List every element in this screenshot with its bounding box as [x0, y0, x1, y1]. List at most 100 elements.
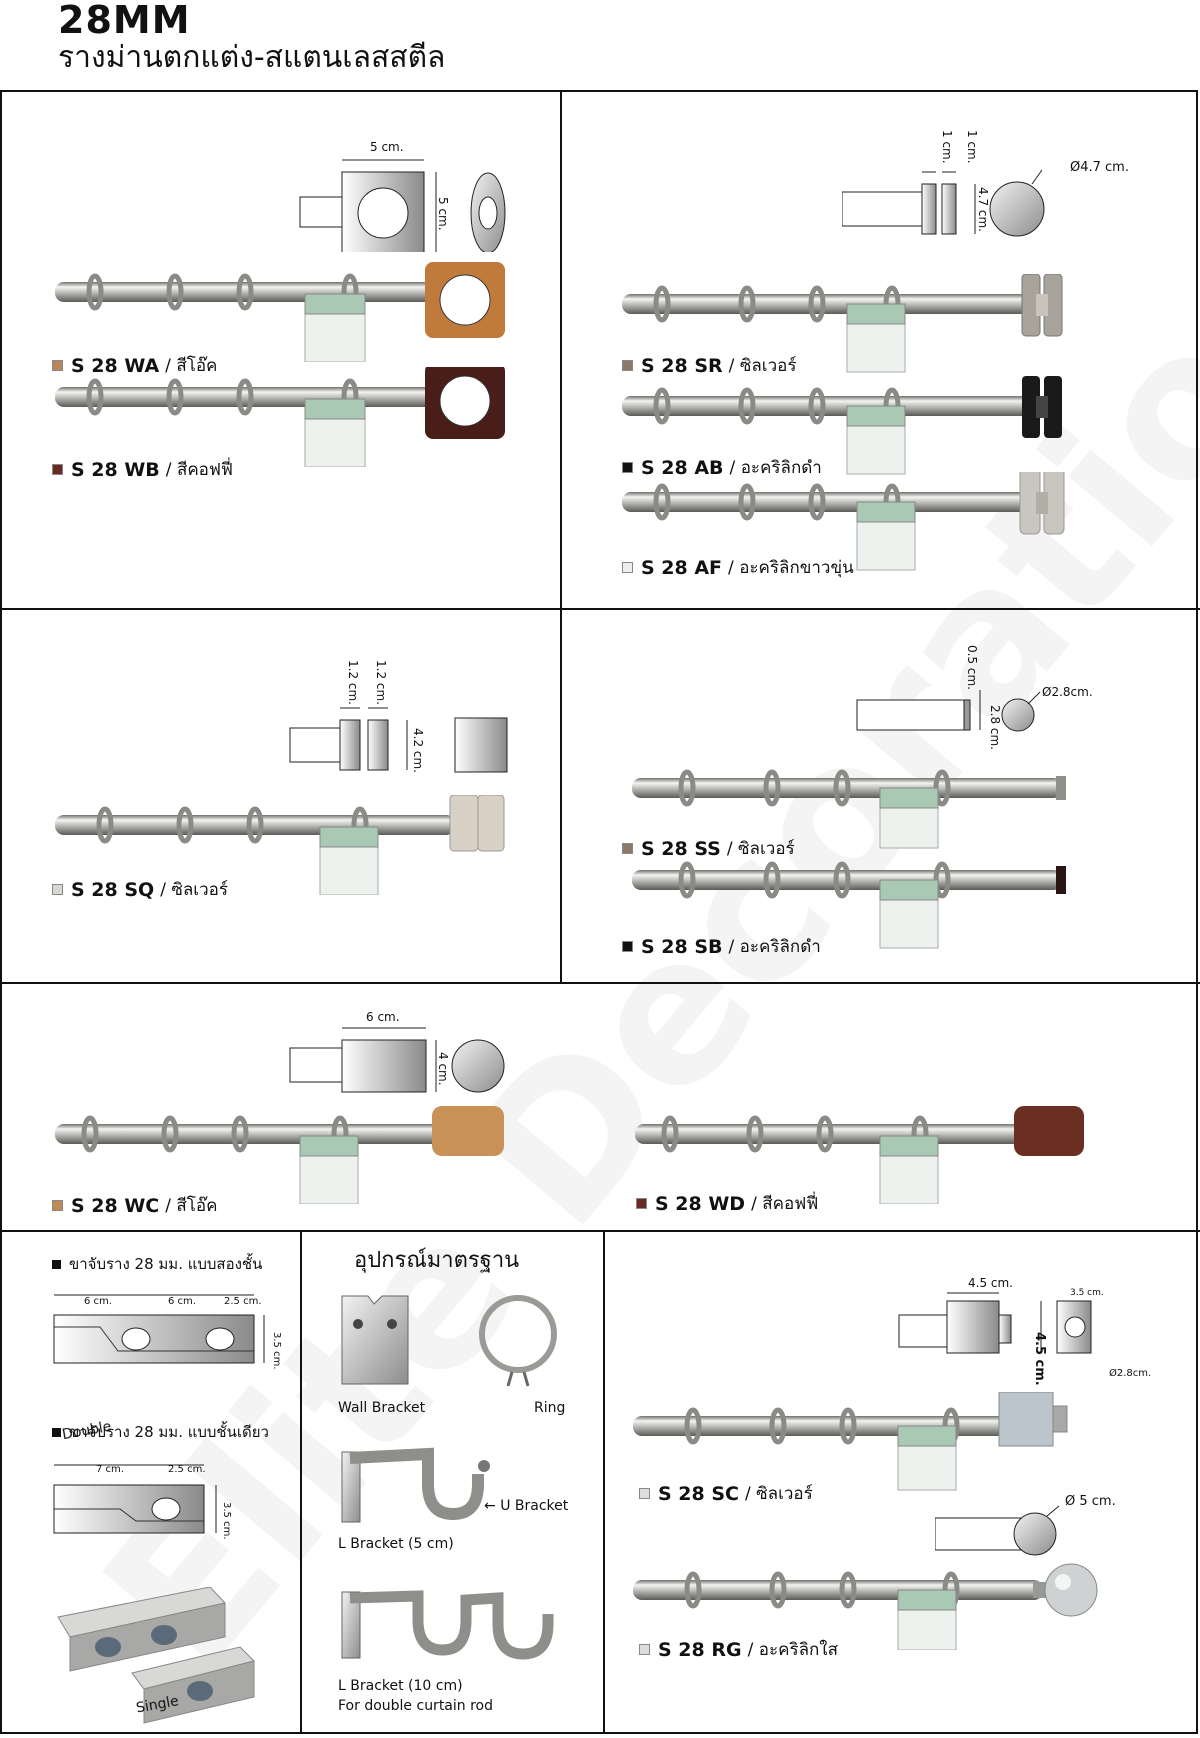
- dim-1: Ø 5 cm.: [1065, 1494, 1116, 1509]
- dim-3: 4.7 cm.: [976, 187, 990, 232]
- dim-4: 3.5 cm.: [271, 1332, 282, 1370]
- swatch-icon: [622, 360, 633, 371]
- double-bracket-drawing: [53, 1294, 265, 1364]
- dim-height: 5 cm.: [436, 197, 450, 231]
- product-label-s28sb: S 28 SB / อะคริลิกดำ: [622, 933, 821, 960]
- dim-1: 4.5 cm.: [968, 1276, 1013, 1290]
- product-label-s28wc: S 28 WC / สีโอ๊ค: [52, 1192, 218, 1219]
- cell-accessories: อุปกรณ์มาตรฐาน Wall Bracket Ring ← U Bra…: [302, 1232, 603, 1732]
- dim-4: Ø2.8cm.: [1109, 1368, 1152, 1379]
- grid-line: [0, 1230, 1200, 1232]
- swatch-icon: [622, 562, 633, 573]
- dimension-drawing-wc: [289, 1027, 505, 1093]
- dim-width: 5 cm.: [370, 140, 404, 154]
- dim-1: 1 cm.: [940, 130, 954, 164]
- dim-3: 3.5 cm.: [221, 1502, 232, 1540]
- rod-ab: [622, 376, 1062, 475]
- single-bracket-drawing: [53, 1464, 217, 1534]
- ring-label: Ring: [534, 1400, 566, 1416]
- rod-ss: [632, 769, 1066, 849]
- product-label-s28wd: S 28 WD / สีคอฟฟี่: [636, 1190, 818, 1217]
- cell-wc-wd: 6 cm. 4 cm. S 28 WC / สีโอ๊ค S 28 WD / ส…: [0, 984, 1198, 1230]
- dim-2: 1 cm.: [965, 130, 979, 164]
- dim-3: 2.5 cm.: [224, 1296, 262, 1307]
- dim-4: Ø4.7 cm.: [1070, 160, 1129, 175]
- product-label-s28rg: S 28 RG / อะคริลิกใส: [639, 1636, 838, 1663]
- dim-1: 6 cm.: [84, 1296, 112, 1307]
- dim-1: 0.5 cm.: [965, 645, 979, 690]
- product-label-s28wb: S 28 WB / สีคอฟฟี่: [52, 456, 233, 483]
- cell-sc-rg: 4.5 cm. 4.5 cm. 3.5 cm. Ø2.8cm. S 28 SC …: [605, 1232, 1198, 1732]
- swatch-icon: [636, 1198, 647, 1209]
- l-bracket-10-note: For double curtain rod: [338, 1698, 493, 1714]
- cell-ss-sb: 0.5 cm. 2.8 cm. Ø2.8cm. S 28 SS / ซิลเวอ…: [562, 610, 1198, 982]
- dim-1: 1.2 cm.: [346, 660, 360, 705]
- bullet-icon: [52, 1259, 61, 1269]
- dimension-drawing-wa: [299, 159, 506, 252]
- dim-3: Ø2.8cm.: [1042, 685, 1093, 699]
- grid-line: [603, 1230, 605, 1734]
- cell-wa-wb: 5 cm. 5 cm. S 28 WA / สีโอ๊ค S 28 WB / ส…: [0, 92, 560, 608]
- rod-wa: [55, 262, 505, 362]
- page-title: 28MM: [58, 0, 191, 42]
- dimension-drawing-sq: [289, 707, 508, 773]
- swatch-icon: [52, 884, 63, 895]
- rod-sr: [622, 274, 1063, 373]
- swatch-icon: [622, 843, 633, 854]
- swatch-icon: [622, 941, 633, 952]
- catalog-frame: [0, 90, 1198, 1734]
- cell-brackets: ขาจับราง 28 มม. แบบสองชั้น 6 cm. 6 cm. 2…: [0, 1232, 300, 1732]
- cell-sr-ab-af: 1 cm. 1 cm. 4.7 cm. Ø4.7 cm. S 28 SR / ซ…: [562, 92, 1198, 608]
- rod-sc: [633, 1392, 1068, 1491]
- dim-height: 4 cm.: [436, 1052, 450, 1086]
- l-bracket-10-icon: [341, 1590, 554, 1660]
- rod-sb: [632, 861, 1066, 949]
- grid-line: [560, 90, 562, 982]
- swatch-icon: [622, 462, 633, 473]
- swatch-icon: [52, 464, 63, 475]
- dim-3: 3.5 cm.: [1070, 1288, 1104, 1298]
- grid-line: [0, 608, 1200, 610]
- dim-2: 1.2 cm.: [374, 660, 388, 705]
- ring-icon: [479, 1295, 557, 1387]
- rod-wd: [635, 1106, 1084, 1204]
- swatch-icon: [639, 1488, 650, 1499]
- page-header: 28MM รางม่านตกแต่ง-สแตนเลสสตีล: [58, 0, 445, 76]
- l-bracket-5-label: L Bracket (5 cm): [338, 1536, 454, 1552]
- dimension-drawing-sc: [898, 1292, 1092, 1354]
- product-label-s28wa: S 28 WA / สีโอ๊ค: [52, 352, 217, 379]
- l-bracket-10-label: L Bracket (10 cm): [338, 1678, 463, 1694]
- rod-wb: [55, 367, 505, 467]
- dimension-drawing-sr: [842, 169, 1045, 237]
- dim-3: 4.2 cm.: [411, 728, 425, 773]
- page-subtitle: รางม่านตกแต่ง-สแตนเลสสตีล: [58, 40, 446, 75]
- product-label-s28ss: S 28 SS / ซิลเวอร์: [622, 835, 795, 862]
- cell-sq: 1.2 cm. 1.2 cm. 4.2 cm. S 28 SQ / ซิลเวอ…: [0, 610, 560, 982]
- product-label-s28sq: S 28 SQ / ซิลเวอร์: [52, 876, 228, 903]
- rod-rg: [633, 1563, 1098, 1650]
- dim-2: 2.5 cm.: [168, 1464, 206, 1475]
- product-label-s28sc: S 28 SC / ซิลเวอร์: [639, 1480, 813, 1507]
- product-label-s28ab: S 28 AB / อะคริลิกดำ: [622, 454, 822, 481]
- rod-af: [622, 472, 1065, 571]
- product-label-s28sr: S 28 SR / ซิลเวอร์: [622, 352, 796, 379]
- swatch-icon: [52, 1200, 63, 1211]
- dim-2: 6 cm.: [168, 1296, 196, 1307]
- bracket-photo: [57, 1587, 255, 1724]
- wall-bracket-label: Wall Bracket: [338, 1400, 426, 1416]
- u-bracket-label: ← U Bracket: [484, 1498, 569, 1514]
- wall-bracket-icon: [341, 1295, 409, 1385]
- rod-sq: [55, 795, 505, 895]
- dimension-drawing-ss: [856, 690, 1041, 732]
- double-bracket-title: ขาจับราง 28 มม. แบบสองชั้น: [52, 1252, 262, 1276]
- bullet-icon: [52, 1427, 61, 1437]
- dim-2: 4.5 cm.: [1032, 1332, 1047, 1386]
- rod-wc: [55, 1106, 504, 1204]
- swatch-icon: [52, 360, 63, 371]
- dimension-drawing-rg: [935, 1505, 1060, 1556]
- grid-line: [0, 982, 1200, 984]
- swatch-icon: [639, 1644, 650, 1655]
- dim-1: 7 cm.: [96, 1464, 124, 1475]
- product-label-s28af: S 28 AF / อะคริลิกขาวขุ่น: [622, 554, 854, 581]
- grid-line: [300, 1230, 302, 1734]
